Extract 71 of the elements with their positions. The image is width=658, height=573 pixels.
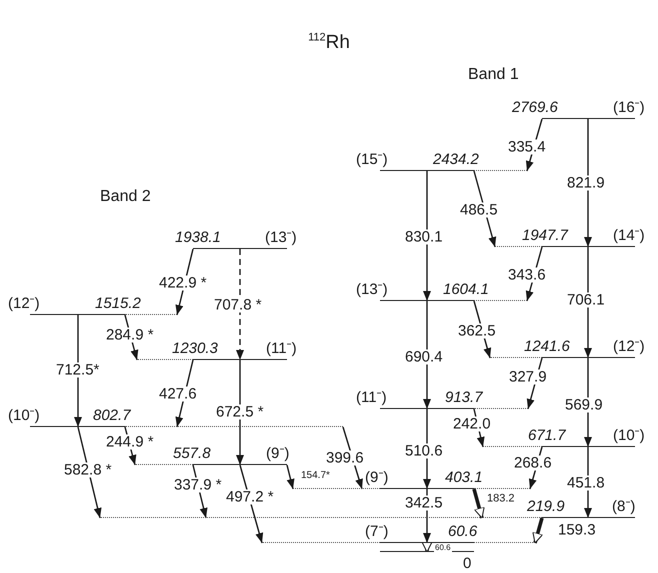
level-energy: 802.7 xyxy=(93,408,131,424)
gamma-energy-label: 154.7* xyxy=(300,471,331,481)
level-energy: 1230.3 xyxy=(172,341,218,357)
level-energy: 1947.7 xyxy=(522,228,568,244)
spin-parity: (16⁻) xyxy=(613,100,645,116)
spin-parity: (13⁻) xyxy=(265,230,297,246)
spin-parity: (15⁻) xyxy=(356,152,388,168)
spin-parity: (11⁻) xyxy=(266,341,297,357)
gamma-energy-label: 830.1 xyxy=(404,230,444,244)
level-energy: 671.7 xyxy=(528,428,566,444)
gamma-energy-label: 327.9 xyxy=(508,370,548,384)
gamma-energy-label: 427.6 xyxy=(158,386,198,402)
level-energy: 1515.2 xyxy=(95,296,141,312)
gamma-energy-label: 422.9 * xyxy=(158,276,208,290)
gamma-energy-label: 343.6 xyxy=(507,268,547,282)
spin-parity: (13⁻) xyxy=(356,282,388,298)
gamma-energy-label: 268.6 xyxy=(513,456,553,470)
gamma-energy-label: 712.5* xyxy=(55,362,100,378)
spin-parity: (11⁻) xyxy=(356,390,387,406)
transition-arrow xyxy=(423,171,431,301)
gamma-energy-label: 242.0 xyxy=(452,416,492,432)
gamma-energy-label: 342.5 xyxy=(404,496,444,510)
ground-level-energy: 0 xyxy=(463,556,472,572)
level-energy: 403.1 xyxy=(445,470,483,486)
transition-arrow xyxy=(472,488,485,518)
spin-parity: (9⁻) xyxy=(365,470,388,486)
gamma-energy-label: 451.8 xyxy=(566,476,606,490)
gamma-energy-label: 672.5 * xyxy=(215,404,265,420)
gamma-energy-label: 706.1 xyxy=(566,292,606,308)
gamma-energy-label: 60.6 xyxy=(434,544,452,552)
gamma-energy-label: 183.2 xyxy=(486,494,516,504)
gamma-energy-label: 510.6 xyxy=(404,444,444,458)
gamma-energy-label: 362.5 xyxy=(457,324,497,338)
spin-parity: (9⁻) xyxy=(266,446,290,462)
band-label: Band 1 xyxy=(468,66,519,84)
spin-parity: (12⁻) xyxy=(8,296,40,312)
level-energy: 1938.1 xyxy=(175,230,221,246)
transition-arrow xyxy=(286,464,294,490)
level-energy: 2769.6 xyxy=(512,100,558,116)
level-energy: 219.9 xyxy=(527,499,565,515)
level-energy: 2434.2 xyxy=(433,152,479,168)
gamma-energy-label: 707.8 * xyxy=(213,298,263,312)
gamma-energy-label: 821.9 xyxy=(566,176,606,190)
level-energy: 557.8 xyxy=(173,446,211,462)
gamma-energy-label: 497.2 * xyxy=(225,490,275,504)
transition-arrow xyxy=(532,518,544,544)
spin-parity: (7⁻) xyxy=(365,524,388,540)
spin-parity: (10⁻) xyxy=(8,408,40,424)
gamma-energy-label: 399.6 xyxy=(325,450,365,466)
gamma-energy-label: 690.4 xyxy=(404,350,444,364)
spin-parity: (10⁻) xyxy=(613,428,645,444)
transition-arrow xyxy=(422,542,432,552)
gamma-energy-label: 159.3 xyxy=(557,522,597,538)
diagram-title: $^{112}$Rh xyxy=(308,32,350,54)
gamma-energy-label: 335.4 xyxy=(507,140,547,154)
gamma-energy-label: 486.5 xyxy=(459,202,499,218)
gamma-energy-label: 284.9 * xyxy=(105,328,155,342)
spin-parity: (12⁻) xyxy=(613,339,645,355)
level-energy: 1604.1 xyxy=(443,282,489,298)
spin-parity: (14⁻) xyxy=(613,228,645,244)
level-energy: 60.6 xyxy=(448,524,478,540)
band-label: Band 2 xyxy=(100,188,151,206)
spin-parity: (8⁻) xyxy=(612,499,636,515)
transition-arrow xyxy=(236,249,244,360)
gamma-energy-label: 337.9 * xyxy=(173,478,223,492)
gamma-energy-label: 569.9 xyxy=(564,398,604,412)
transition-arrow xyxy=(584,119,592,247)
level-energy: 1241.6 xyxy=(524,339,570,355)
gamma-energy-label: 582.8 * xyxy=(63,462,113,478)
gamma-energy-label: 244.9 * xyxy=(105,434,155,450)
level-energy: 913.7 xyxy=(445,390,483,406)
